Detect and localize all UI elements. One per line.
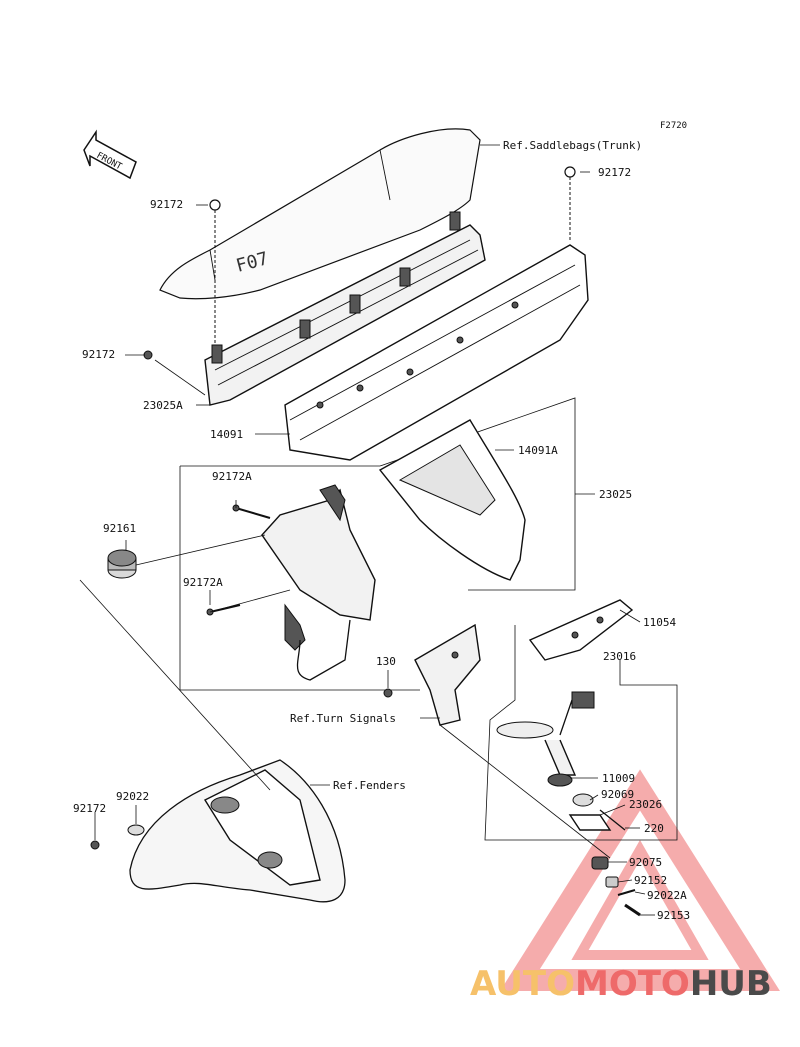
screw-92172A-upper [232,504,271,519]
grommet-92161 [107,549,137,579]
tail-lens-14091 [284,244,589,461]
part-label-130: 130 [376,655,396,668]
part-label-92172-a: 92172 [598,166,631,179]
leader-lines [79,144,655,916]
watermark-logo: AUTOMOTOHUB [470,964,772,1004]
part-label-14091A: 14091A [518,444,558,457]
ref-turn-signals-label: Ref.Turn Signals [290,712,396,725]
part-label-92153: 92153 [657,909,690,922]
bolt-92172-top-right [564,166,576,240]
figure-code: F2720 [660,121,687,131]
part-label-92172A-a: 92172A [212,470,252,483]
part-label-92022A: 92022A [647,889,687,902]
bolt-92172-lower [90,840,100,850]
part-label-92022: 92022 [116,790,149,803]
front-arrow-icon: FRONT [83,129,137,180]
ref-saddlebags-label: Ref.Saddlebags(Trunk) [503,139,642,152]
watermark-moto: MOTO [575,964,690,1004]
screw-92172A-lower [206,604,241,616]
bolt-130 [383,688,393,698]
watermark-hub: HUB [690,964,772,1004]
svg-text:AUTOMOTOHUB: AUTOMOTOHUB [470,964,772,1004]
part-label-92172-c: 92172 [82,348,115,361]
part-label-11009: 11009 [602,772,635,785]
license-bracket [414,623,481,726]
part-label-23016: 23016 [603,650,636,663]
part-label-14091: 14091 [210,428,243,441]
watermark-auto: AUTO [470,964,575,1004]
part-label-92172A-b: 92172A [183,576,223,589]
part-label-220: 220 [644,822,664,835]
part-label-92172-b: 92172 [150,198,183,211]
washer-92022 [127,824,145,836]
part-label-92172-d: 92172 [73,802,106,815]
watermark-triangle [500,769,780,991]
bolt-92172-left [143,350,153,360]
part-label-23026: 23026 [629,798,662,811]
part-label-92069: 92069 [601,788,634,801]
light-unit-23025 [261,484,376,681]
hardware-stack [591,856,641,917]
rear-fender [129,759,346,903]
part-label-92075: 92075 [629,856,662,869]
group-bracket-23016 [484,625,678,841]
part-label-11054: 11054 [643,616,676,629]
part-label-23025: 23025 [599,488,632,501]
part-label-92152: 92152 [634,874,667,887]
part-label-23025A: 23025A [143,399,183,412]
saddlebag-trunk-outline: F07 [159,128,481,300]
license-lamp-assembly [496,691,626,831]
ref-fenders-label: Ref.Fenders [333,779,406,792]
part-label-92161: 92161 [103,522,136,535]
bolt-92172-top-left [209,199,221,345]
center-lens-14091A [378,419,526,581]
license-lamp-cover-11054 [528,599,634,661]
